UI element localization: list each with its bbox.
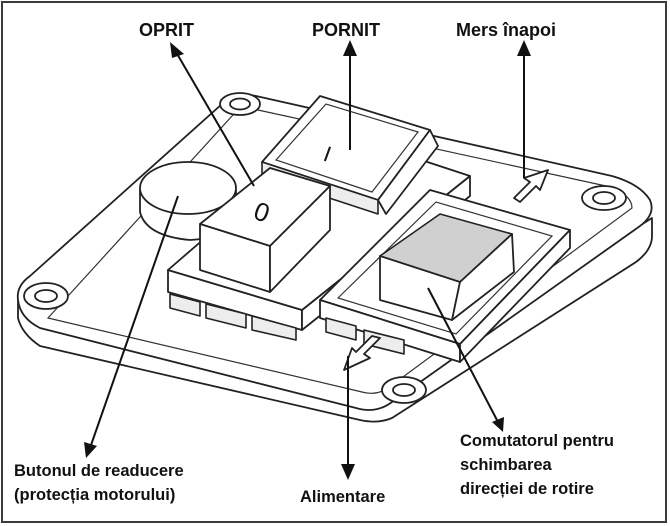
on-leader-line <box>343 40 357 150</box>
mounting-hole-bottom <box>381 376 427 404</box>
label-reverse: Mers înapoi <box>456 20 556 40</box>
switch-leader-line <box>427 287 504 432</box>
label-reset-line2: (protecția motorului) <box>14 486 175 504</box>
mounting-hole-left <box>23 282 69 310</box>
reverse-leader-line <box>517 40 531 178</box>
label-reset-line1: Butonul de readucere <box>14 462 184 480</box>
power-leader-line <box>341 356 355 480</box>
off-push-button: 0 <box>199 167 331 293</box>
label-on: PORNIT <box>312 20 380 40</box>
label-switch-line2: schimbarea <box>460 456 553 474</box>
label-off: OPRIT <box>139 20 194 40</box>
label-switch-line3: direcției de rotire <box>460 480 594 498</box>
label-switch-line1: Comutatorul pentru <box>460 432 614 450</box>
mounting-hole-top-left <box>219 92 261 116</box>
off-leader-line <box>170 42 255 187</box>
reverse-direction-arrow <box>513 169 549 203</box>
direction-rocker-button <box>379 213 515 321</box>
reset-leader-line <box>84 195 179 458</box>
mounting-hole-right <box>581 185 627 211</box>
label-power: Alimentare <box>300 488 385 506</box>
